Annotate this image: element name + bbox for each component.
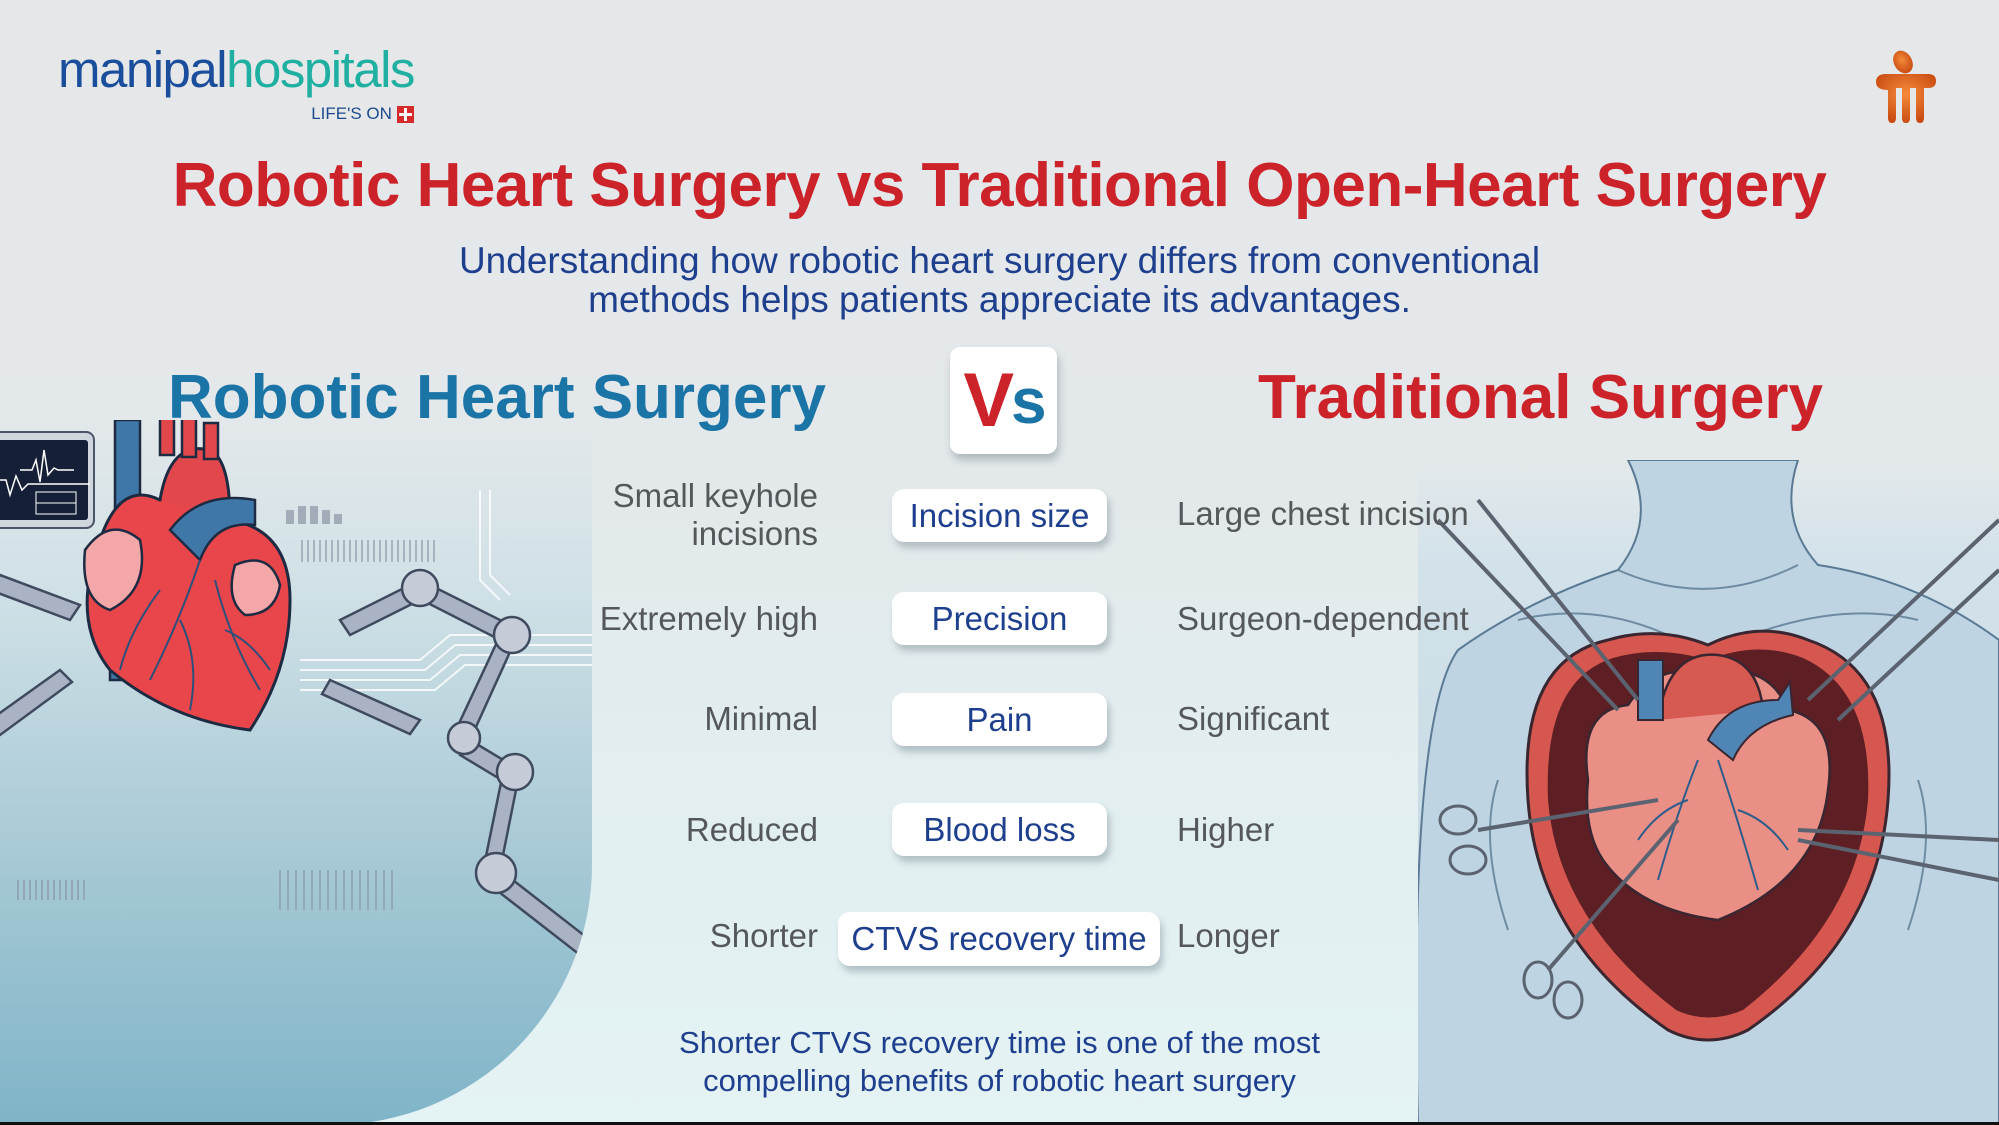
heart-icon — [83, 420, 292, 732]
robotic-value-precision: Extremely high — [599, 600, 818, 637]
criterion-pill-incision-size: Incision size — [892, 489, 1107, 542]
bottom-border — [0, 1122, 1999, 1125]
robotic-surgery-illustration — [0, 420, 592, 1125]
robotic-value-blood-loss: Reduced — [685, 811, 818, 848]
criterion-pill-blood-loss: Blood loss — [892, 803, 1107, 856]
traditional-value-precision: Surgeon-dependent — [1177, 600, 1469, 637]
robotic-value-incision-size: Small keyhole incisions — [612, 477, 818, 552]
manipal-emblem-icon — [1872, 48, 1938, 124]
page-title: Robotic Heart Surgery vs Traditional Ope… — [172, 151, 1827, 220]
traditional-value-incision-size: Large chest incision — [1177, 495, 1469, 532]
medical-cross-icon — [396, 105, 414, 123]
brand-wordmark: manipalhospitals — [58, 41, 415, 98]
robotic-value-pain: Minimal — [704, 700, 818, 737]
traditional-surgery-heading: Traditional Surgery — [1258, 363, 1824, 432]
robotic-surgery-heading: Robotic Heart Surgery — [168, 363, 827, 432]
criterion-pill-precision: Precision — [892, 592, 1107, 645]
criterion-pill-pain: Pain — [892, 693, 1107, 746]
footer-note: Shorter CTVS recovery time is one of the… — [679, 1025, 1320, 1098]
traditional-value-blood-loss: Higher — [1177, 811, 1275, 848]
criterion-pill-recovery-time: CTVS recovery time — [838, 912, 1160, 966]
traditional-value-pain: Significant — [1177, 700, 1330, 737]
page-subtitle: Understanding how robotic heart surgery … — [458, 240, 1541, 320]
brand-tagline: LIFE'S ON — [311, 104, 414, 124]
heart-monitor-icon — [0, 431, 95, 529]
brand-logo: manipalhospitals LIFE'S ON — [58, 41, 415, 123]
traditional-value-recovery-time: Longer — [1177, 917, 1280, 954]
robotic-value-recovery-time: Shorter — [709, 917, 818, 954]
open-heart-surgery-illustration — [1418, 460, 1999, 1125]
